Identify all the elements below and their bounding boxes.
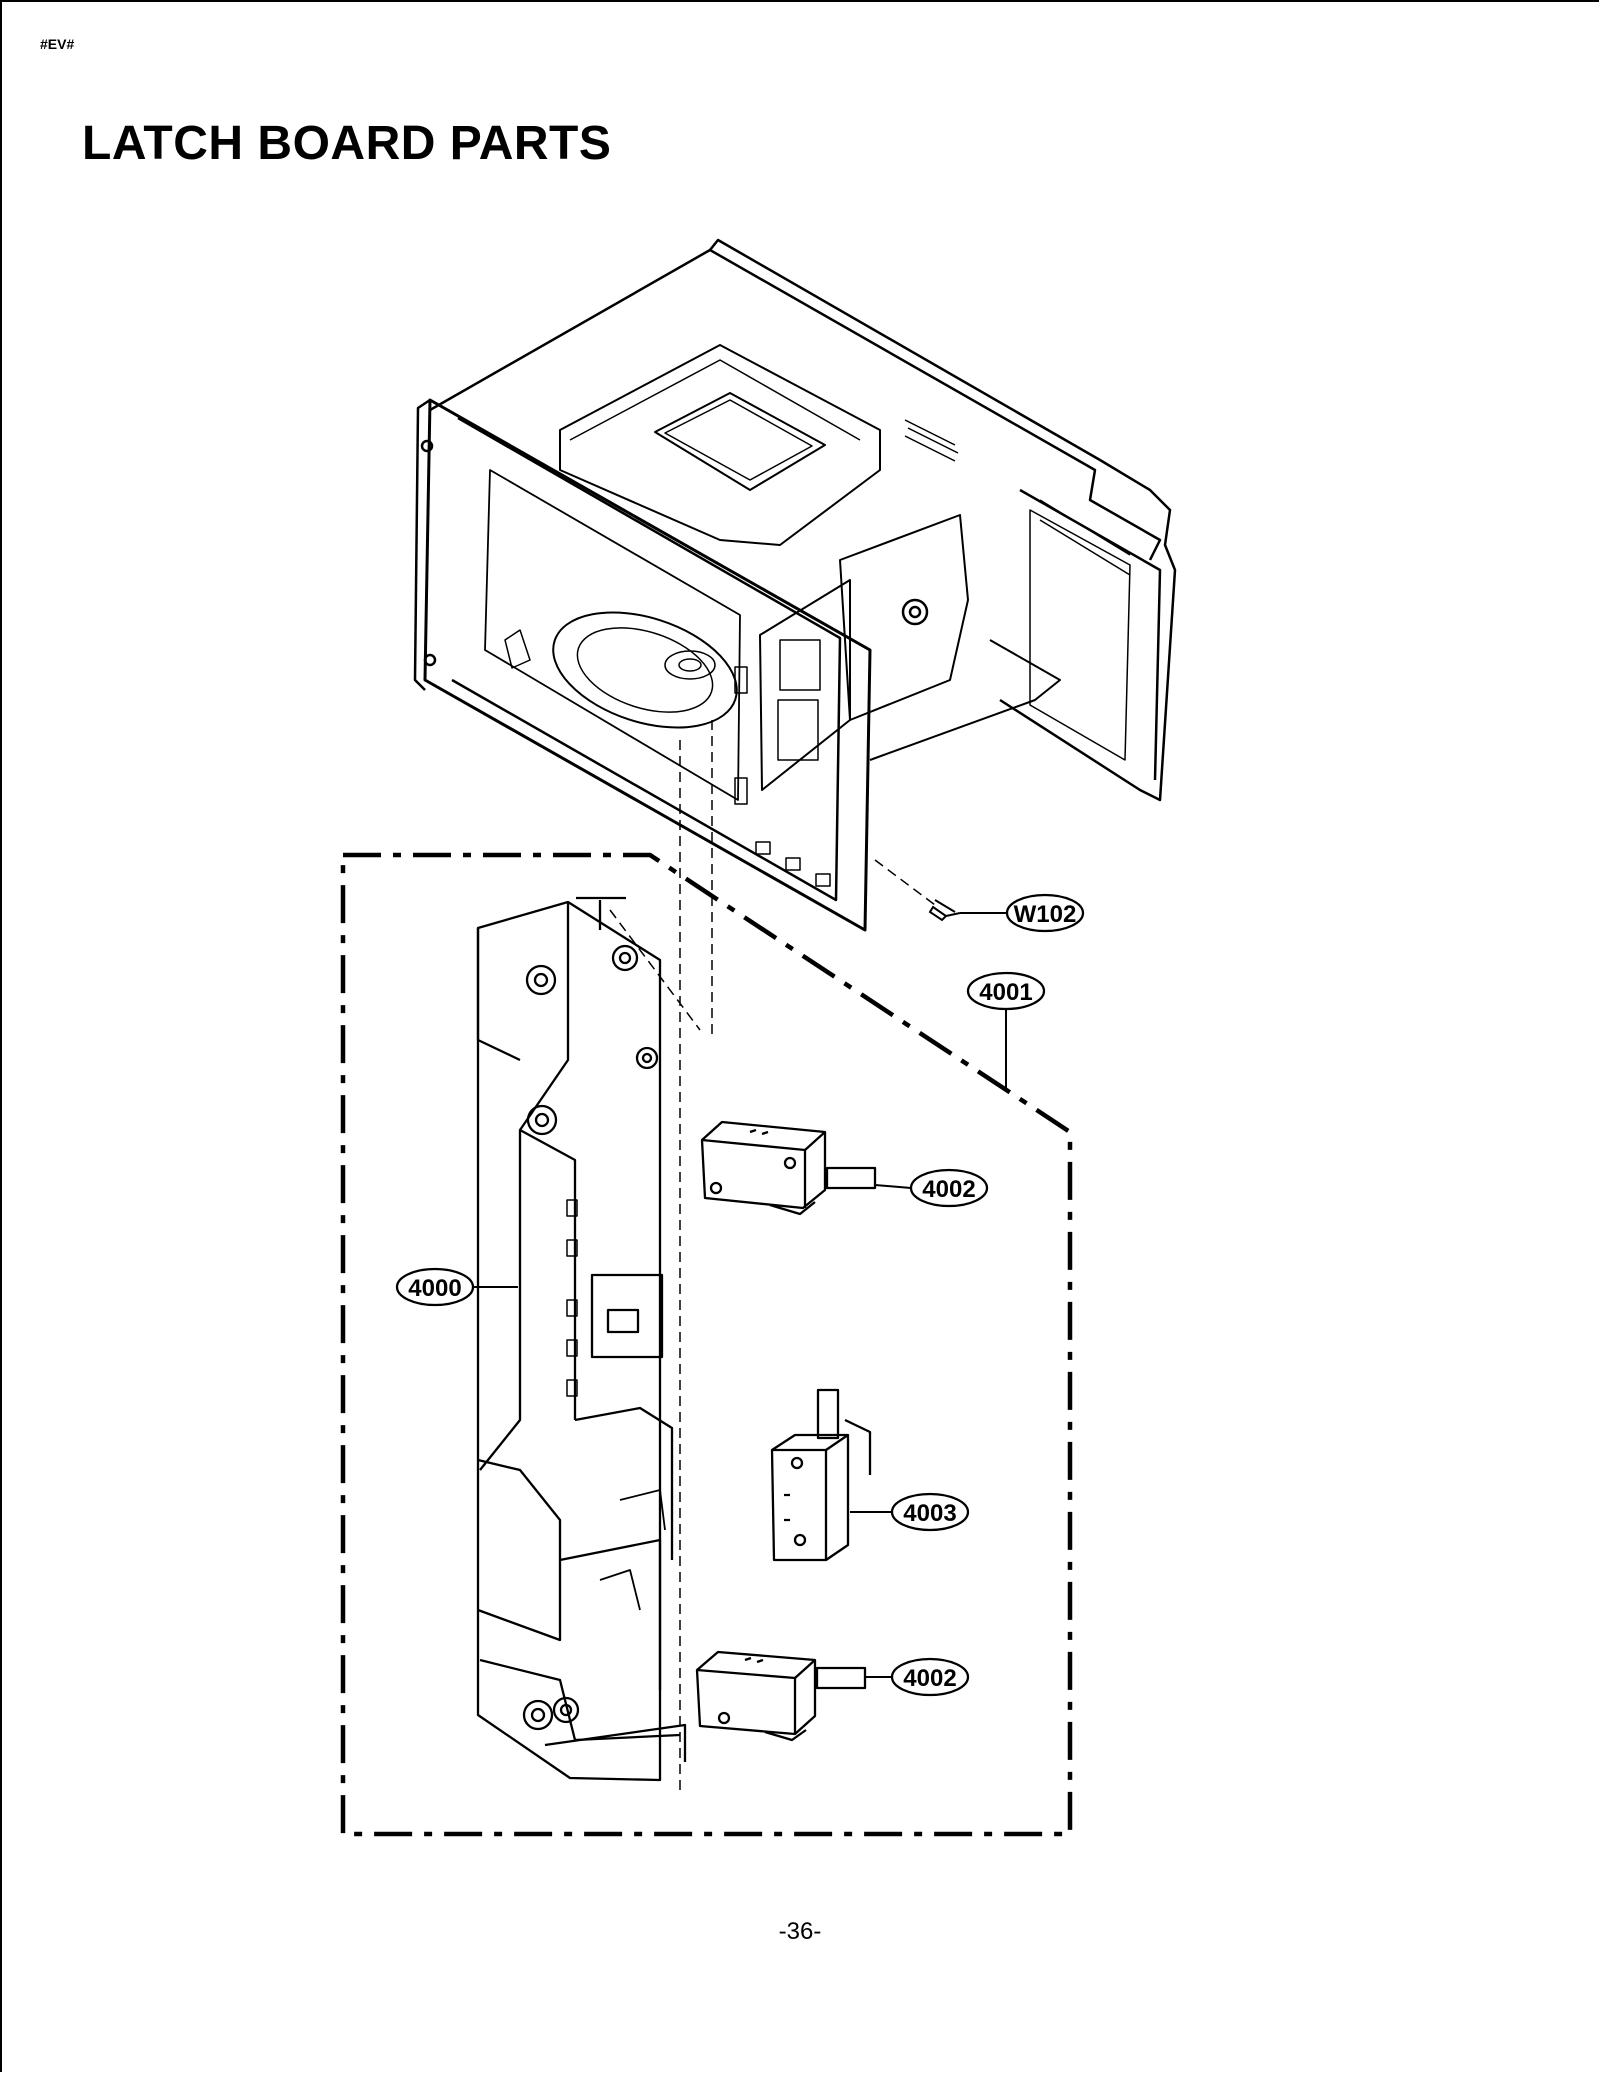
page-number: -36- [778, 1918, 822, 1945]
assembly-guide-lines [609, 720, 936, 1790]
callout-4000-label: 4000 [408, 1275, 461, 1302]
callout-4001-label: 4001 [979, 979, 1032, 1006]
callout-4001: 4001 [966, 971, 1046, 1090]
latch-board-kit-boundary [340, 852, 1073, 1837]
callout-4002-upper-label: 4002 [922, 1176, 975, 1203]
latch-board-part [476, 896, 687, 1782]
callout-4002-upper: 4002 [874, 1168, 989, 1208]
callout-w102-label: W102 [1014, 901, 1077, 928]
callout-4003-label: 4003 [903, 1500, 956, 1527]
page-title: LATCH BOARD PARTS [82, 117, 612, 170]
screw-part [928, 899, 961, 922]
micro-switch-middle [770, 1388, 872, 1562]
document-code: #EV# [40, 36, 75, 52]
microwave-cavity-assembly [413, 238, 1177, 932]
callout-4002-lower: 4002 [865, 1657, 970, 1697]
micro-switch-lower [695, 1650, 867, 1742]
callout-4000: 4000 [395, 1267, 518, 1307]
callout-4003: 4003 [850, 1492, 970, 1532]
callout-w102: W102 [960, 893, 1085, 933]
callout-4002-lower-label: 4002 [903, 1665, 956, 1692]
micro-switch-upper [700, 1120, 877, 1216]
